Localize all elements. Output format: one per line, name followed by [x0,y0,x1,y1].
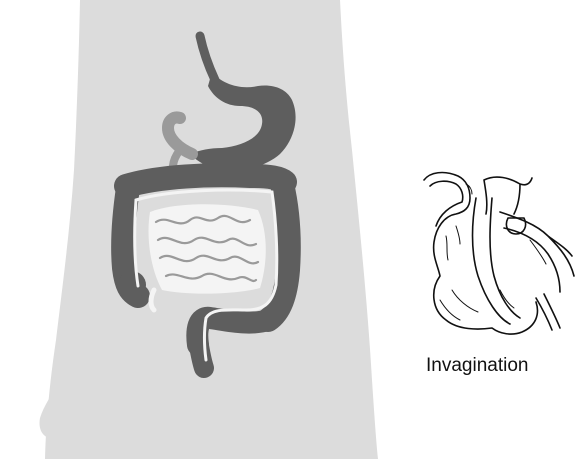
receiving-segment [500,212,574,292]
outer-bowel-wall [424,173,537,335]
appendix [151,290,154,310]
lower-bowel-segment [536,294,560,330]
small-intestine-mass [149,204,266,293]
cecum [118,271,146,299]
invagination-caption: Invagination [426,355,528,377]
outer-bowel-inner-contour [430,181,463,226]
intussusception-sketch [424,173,574,335]
transverse-colon [126,175,285,186]
